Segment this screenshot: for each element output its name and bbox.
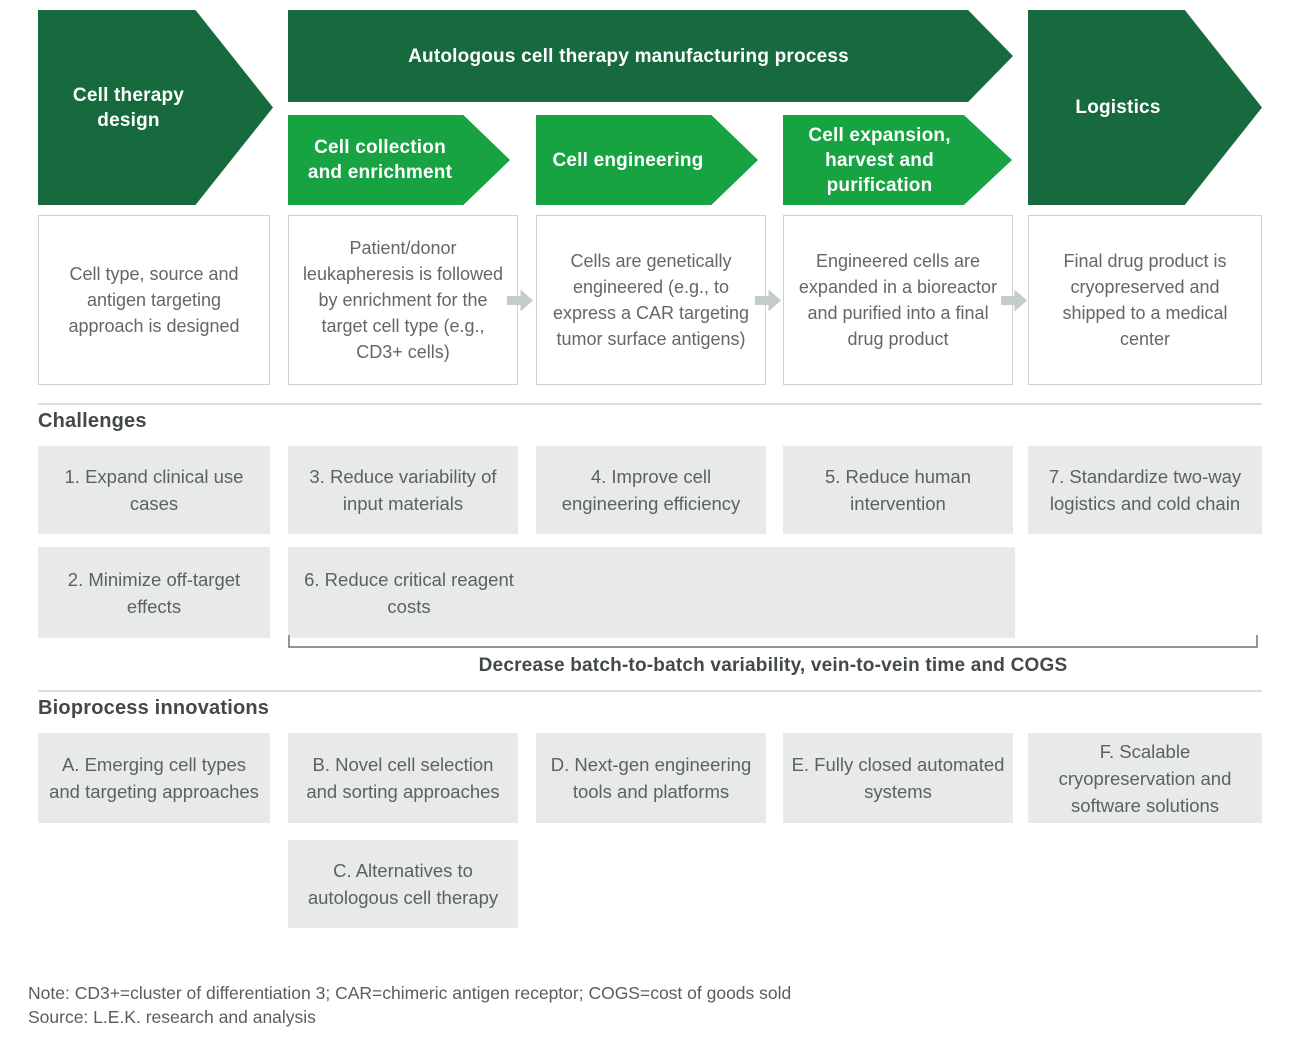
- stage-description-logistics: Final drug product is cryopreserved and …: [1028, 215, 1262, 385]
- innovation-box-a: A. Emerging cell types and targeting app…: [38, 733, 270, 823]
- challenges-heading: Challenges: [38, 410, 147, 432]
- stage-description-expansion: Engineered cells are expanded in a biore…: [783, 215, 1013, 385]
- stage-label-cell-expansion: Cell expansion, harvest and purification: [808, 124, 951, 196]
- scope-bracket: [288, 635, 1258, 648]
- innovation-text: C. Alternatives to autologous cell thera…: [307, 860, 499, 908]
- challenge-box-4: 4. Improve cell engineering efficiency: [536, 446, 766, 534]
- banner-arrow-manufacturing-process: Autologous cell therapy manufacturing pr…: [288, 10, 1013, 102]
- stage-arrow-cell-therapy-design: Cell therapy design: [38, 10, 273, 205]
- innovations-heading: Bioprocess innovations: [38, 697, 270, 719]
- description-text: Engineered cells are expanded in a biore…: [798, 251, 998, 349]
- stage-arrow-cell-collection: Cell collection and enrichment: [288, 115, 510, 205]
- stage-arrow-logistics: Logistics: [1028, 10, 1262, 205]
- note-text: Note: CD3+=cluster of differentiation 3;…: [28, 983, 792, 1003]
- challenge-box-1: 1. Expand clinical use cases: [38, 446, 270, 534]
- challenge-text: 4. Improve cell engineering efficiency: [561, 466, 741, 514]
- banner-label: Autologous cell therapy manufacturing pr…: [408, 45, 849, 67]
- challenge-text: 6. Reduce critical reagent costs: [304, 568, 514, 617]
- challenge-box-5: 5. Reduce human intervention: [783, 446, 1013, 534]
- challenge-box-3: 3. Reduce variability of input materials: [288, 446, 518, 534]
- innovation-text: E. Fully closed automated systems: [791, 754, 1005, 802]
- challenge-text: 7. Standardize two-way logistics and col…: [1048, 466, 1242, 514]
- stage-arrow-cell-expansion: Cell expansion, harvest and purification: [783, 115, 1012, 205]
- challenge-text: 1. Expand clinical use cases: [64, 466, 244, 514]
- innovation-text: D. Next-gen engineering tools and platfo…: [550, 754, 752, 802]
- innovation-box-f: F. Scalable cryopreservation and softwar…: [1028, 733, 1262, 823]
- stage-description-collection: Patient/donor leukapheresis is followed …: [288, 215, 518, 385]
- challenge-box-2: 2. Minimize off-target effects: [38, 547, 270, 638]
- innovation-box-c: C. Alternatives to autologous cell thera…: [288, 840, 518, 928]
- section-divider: [38, 403, 1262, 405]
- innovation-box-d: D. Next-gen engineering tools and platfo…: [536, 733, 766, 823]
- bracket-label: Decrease batch-to-batch variability, vei…: [478, 655, 1068, 676]
- challenge-box-6: 6. Reduce critical reagent costs: [288, 547, 1015, 638]
- stage-description-design: Cell type, source and antigen targeting …: [38, 215, 270, 385]
- stage-label-logistics: Logistics: [1075, 97, 1161, 118]
- description-text: Final drug product is cryopreserved and …: [1062, 251, 1228, 349]
- innovation-box-e: E. Fully closed automated systems: [783, 733, 1013, 823]
- description-text: Cell type, source and antigen targeting …: [68, 264, 240, 336]
- source-text: Source: L.E.K. research and analysis: [28, 1007, 316, 1027]
- stage-label-cell-therapy-design: Cell therapy design: [72, 84, 185, 131]
- innovation-text: F. Scalable cryopreservation and softwar…: [1058, 740, 1232, 816]
- challenge-box-7: 7. Standardize two-way logistics and col…: [1028, 446, 1262, 534]
- section-divider: [38, 690, 1262, 692]
- challenge-text: 3. Reduce variability of input materials: [309, 466, 497, 514]
- description-text: Patient/donor leukapheresis is followed …: [302, 238, 504, 362]
- stage-label-cell-engineering: Cell engineering: [552, 149, 704, 171]
- description-text: Cells are genetically engineered (e.g., …: [552, 251, 750, 349]
- challenge-text: 2. Minimize off-target effects: [67, 568, 241, 617]
- innovation-box-b: B. Novel cell selection and sorting appr…: [288, 733, 518, 823]
- stage-arrow-cell-engineering: Cell engineering: [536, 115, 758, 205]
- challenge-text: 5. Reduce human intervention: [824, 466, 972, 514]
- innovation-text: A. Emerging cell types and targeting app…: [49, 754, 259, 802]
- stage-label-cell-collection: Cell collection and enrichment: [307, 137, 453, 183]
- stage-description-engineering: Cells are genetically engineered (e.g., …: [536, 215, 766, 385]
- innovation-text: B. Novel cell selection and sorting appr…: [306, 754, 500, 802]
